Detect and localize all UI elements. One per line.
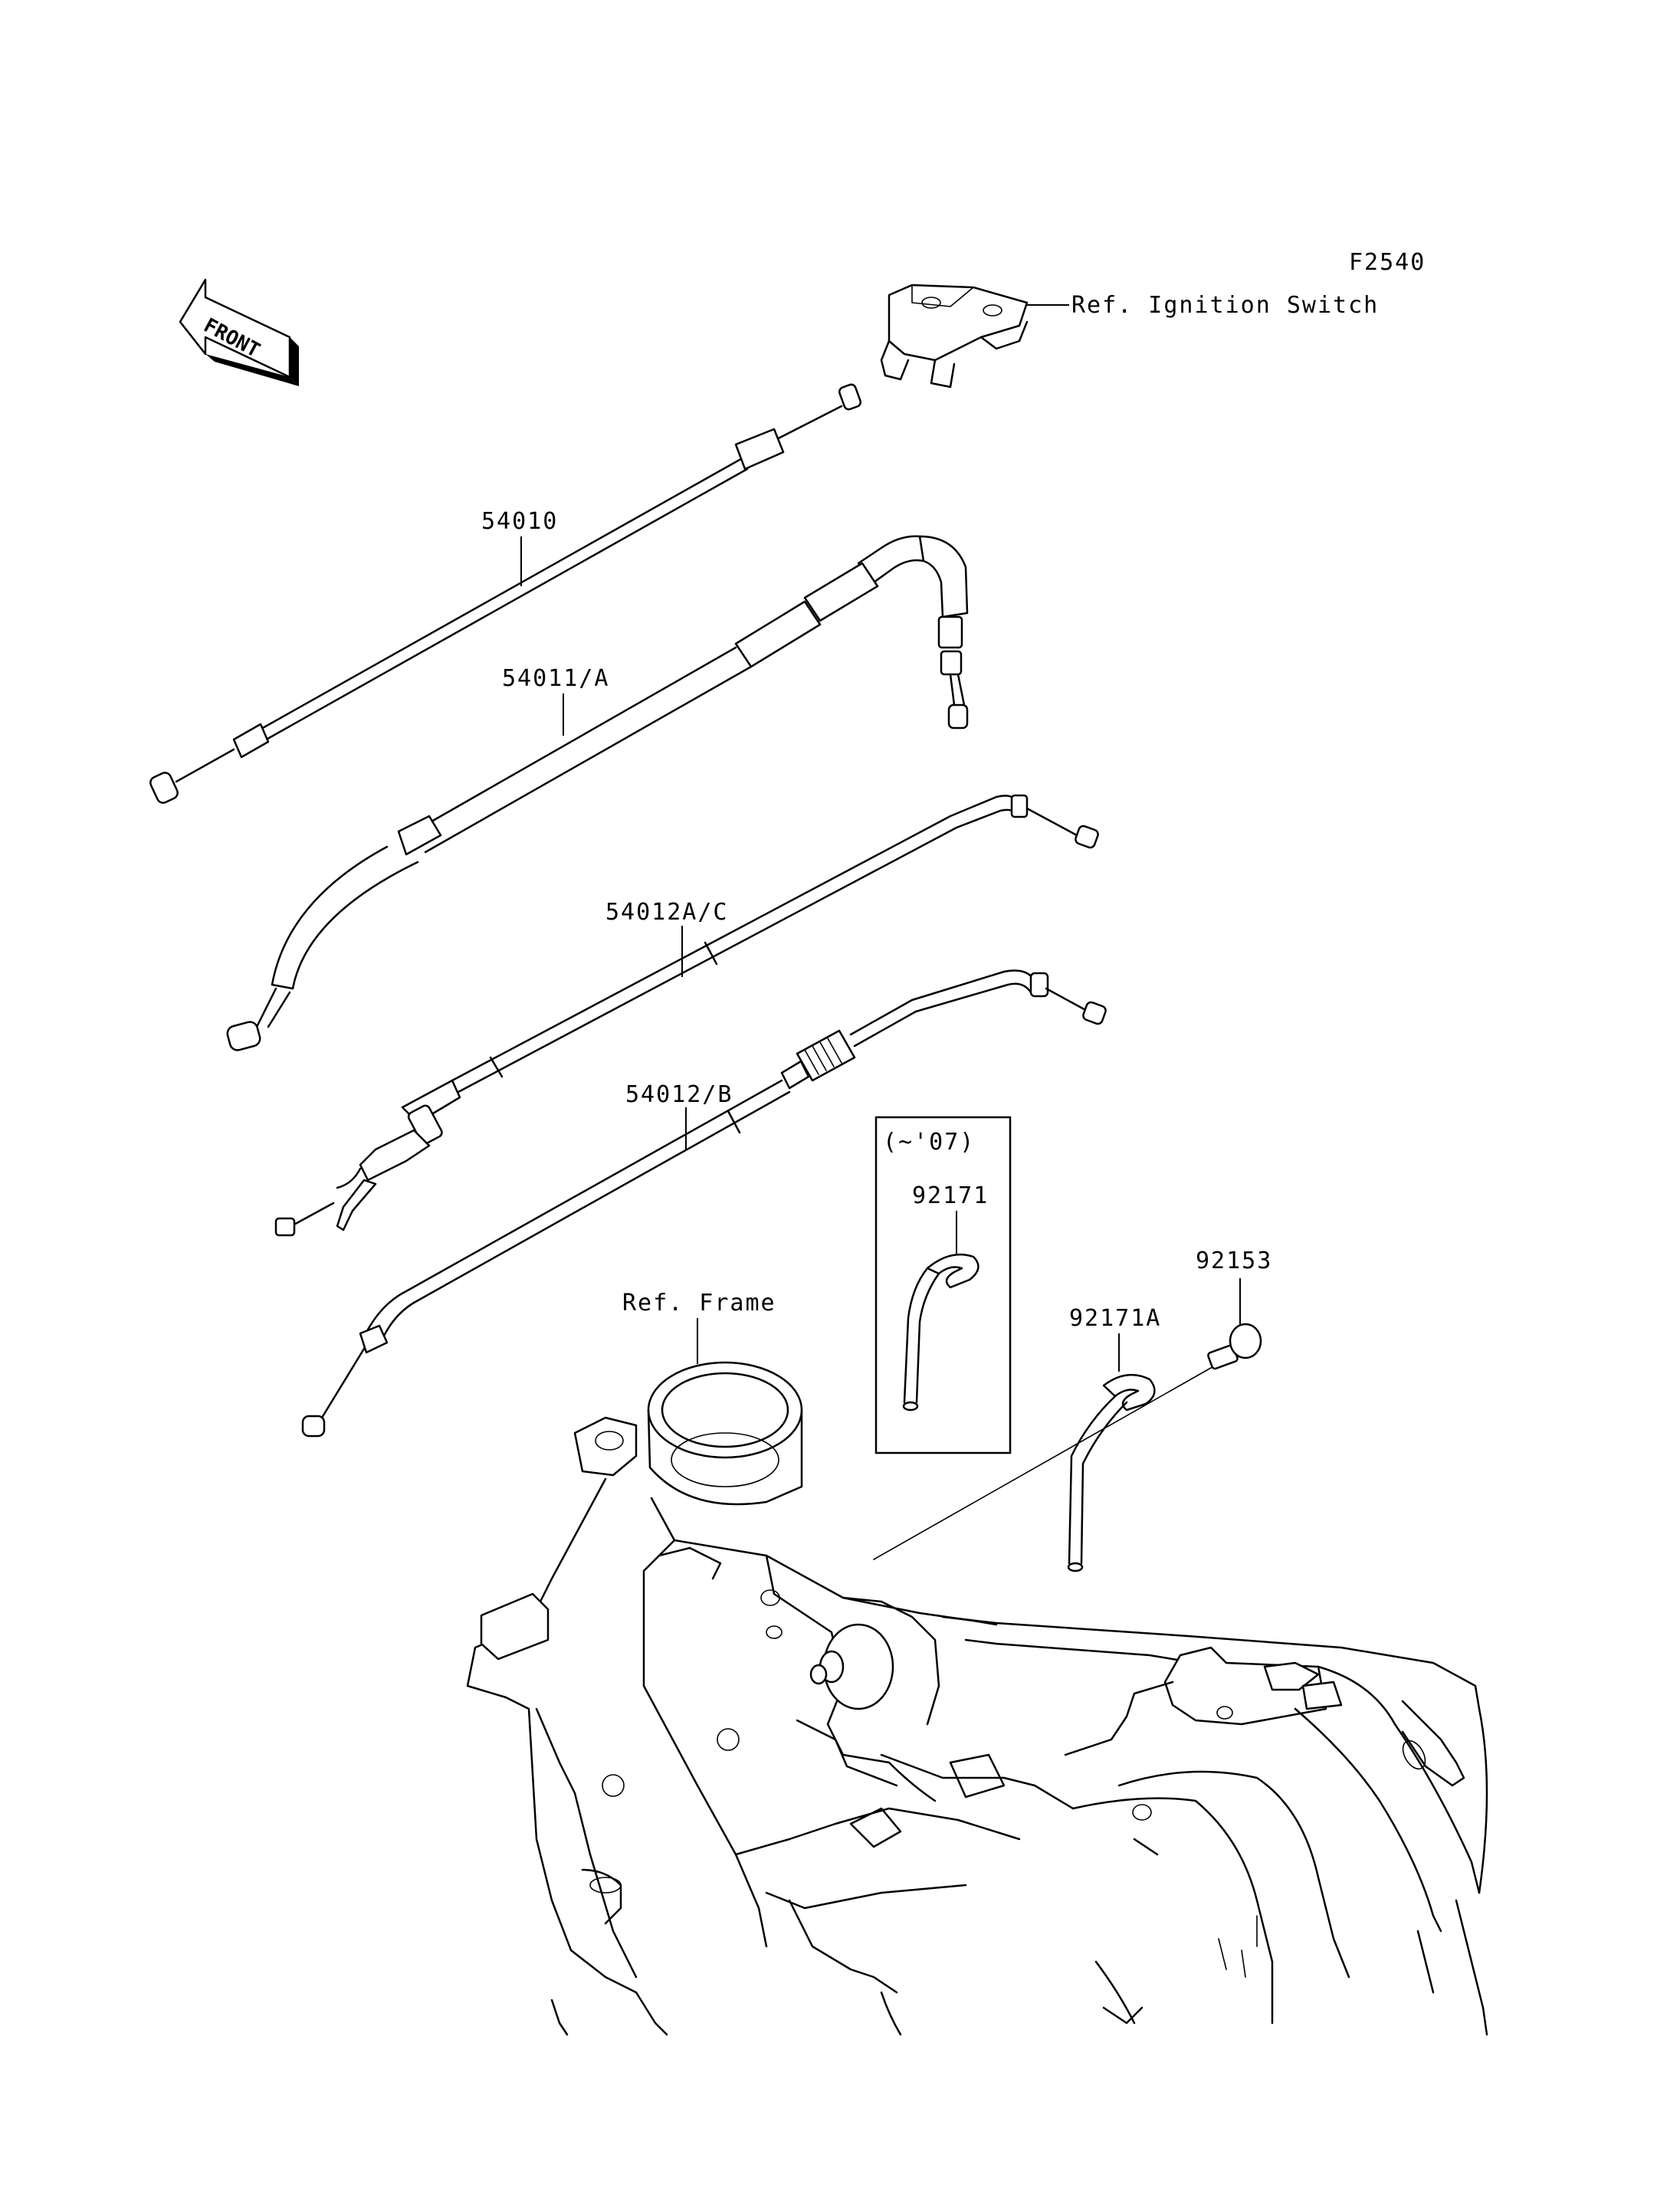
bolt-92153	[1207, 1323, 1262, 1370]
cable-54011a	[226, 535, 969, 1051]
figure-code: F2540	[1349, 249, 1426, 276]
clamp-92171a	[1067, 1373, 1156, 1572]
part-92171a-label: 92171A	[1069, 1305, 1161, 1332]
motorcycle-frame	[466, 1361, 1488, 2036]
front-arrow-icon: FRONT	[179, 278, 299, 386]
inset-label: (~'07)	[883, 1129, 975, 1156]
part-54012b-label: 54012/B	[625, 1081, 733, 1108]
ref-frame-label: Ref. Frame	[622, 1290, 776, 1317]
cable-54012b	[301, 969, 1107, 1438]
part-92171-label: 92171	[912, 1182, 989, 1209]
ref-ignition-switch-label: Ref. Ignition Switch	[1071, 292, 1379, 319]
cable-54012ac	[274, 794, 1099, 1237]
part-54012ac-label: 54012A/C	[605, 899, 729, 926]
ignition-switch-bracket	[880, 284, 1029, 389]
clamp-92171	[902, 1253, 979, 1412]
part-92153-label: 92153	[1196, 1248, 1272, 1274]
inset-box: (~'07) 92171	[874, 1116, 1012, 1454]
part-54010-label: 54010	[481, 508, 558, 535]
cable-54010	[149, 383, 862, 804]
part-54011a-label: 54011/A	[502, 665, 609, 692]
